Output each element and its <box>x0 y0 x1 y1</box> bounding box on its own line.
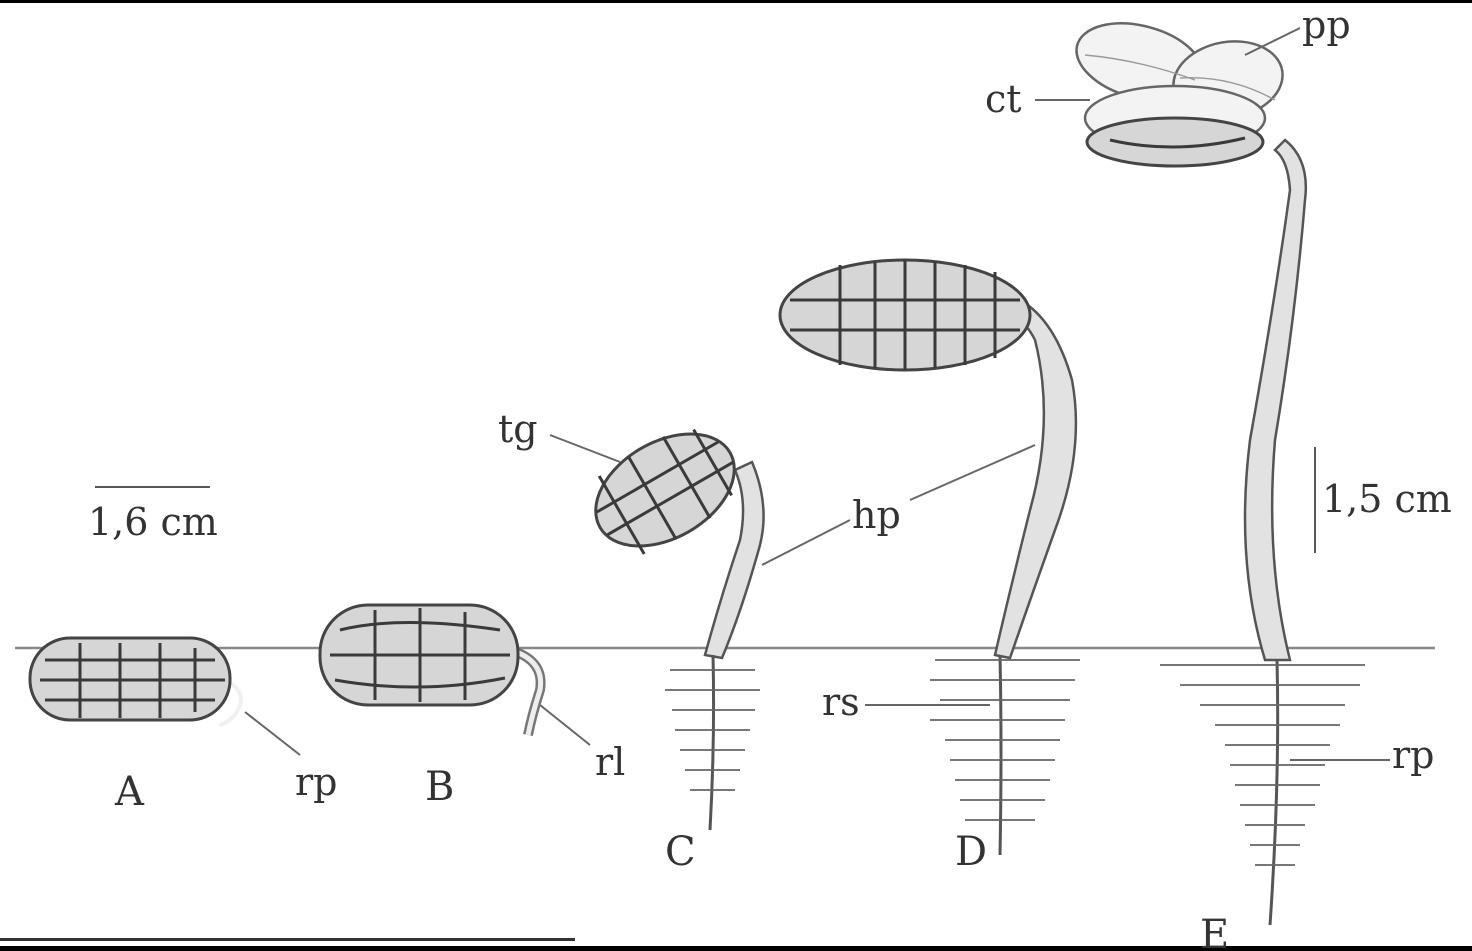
part-label-tg: tg <box>498 407 538 451</box>
part-label-rl: rl <box>595 740 625 784</box>
leader-pp <box>1245 28 1300 55</box>
stage-label-c: C <box>665 829 696 875</box>
stage-a-seed <box>30 638 241 725</box>
bottom-underline <box>0 938 575 941</box>
part-label-ct: ct <box>985 77 1022 121</box>
stage-label-e: E <box>1200 912 1229 951</box>
part-label-pp: pp <box>1302 3 1351 47</box>
part-label-rp-e: rp <box>1392 733 1435 777</box>
stage-e-seedling <box>1068 10 1365 925</box>
stage-b-seed <box>320 605 541 735</box>
leader-tg <box>550 435 620 462</box>
part-label-rs: rs <box>822 680 860 724</box>
part-label-rp-a: rp <box>295 760 338 804</box>
stage-label-d: D <box>955 829 987 875</box>
leader-hp-c <box>762 520 850 565</box>
leader-hp-d <box>910 445 1035 500</box>
bottom-border <box>0 946 1472 951</box>
stage-label-b: B <box>425 764 454 810</box>
stage-d-seedling <box>780 260 1080 855</box>
scale-label-right: 1,5 cm <box>1322 477 1452 521</box>
top-border <box>0 0 1472 3</box>
leader-rl <box>540 705 590 745</box>
part-label-hp: hp <box>852 493 901 537</box>
scale-label-left: 1,6 cm <box>88 500 218 544</box>
leader-rp-a <box>245 712 300 755</box>
stage-label-a: A <box>114 769 145 815</box>
